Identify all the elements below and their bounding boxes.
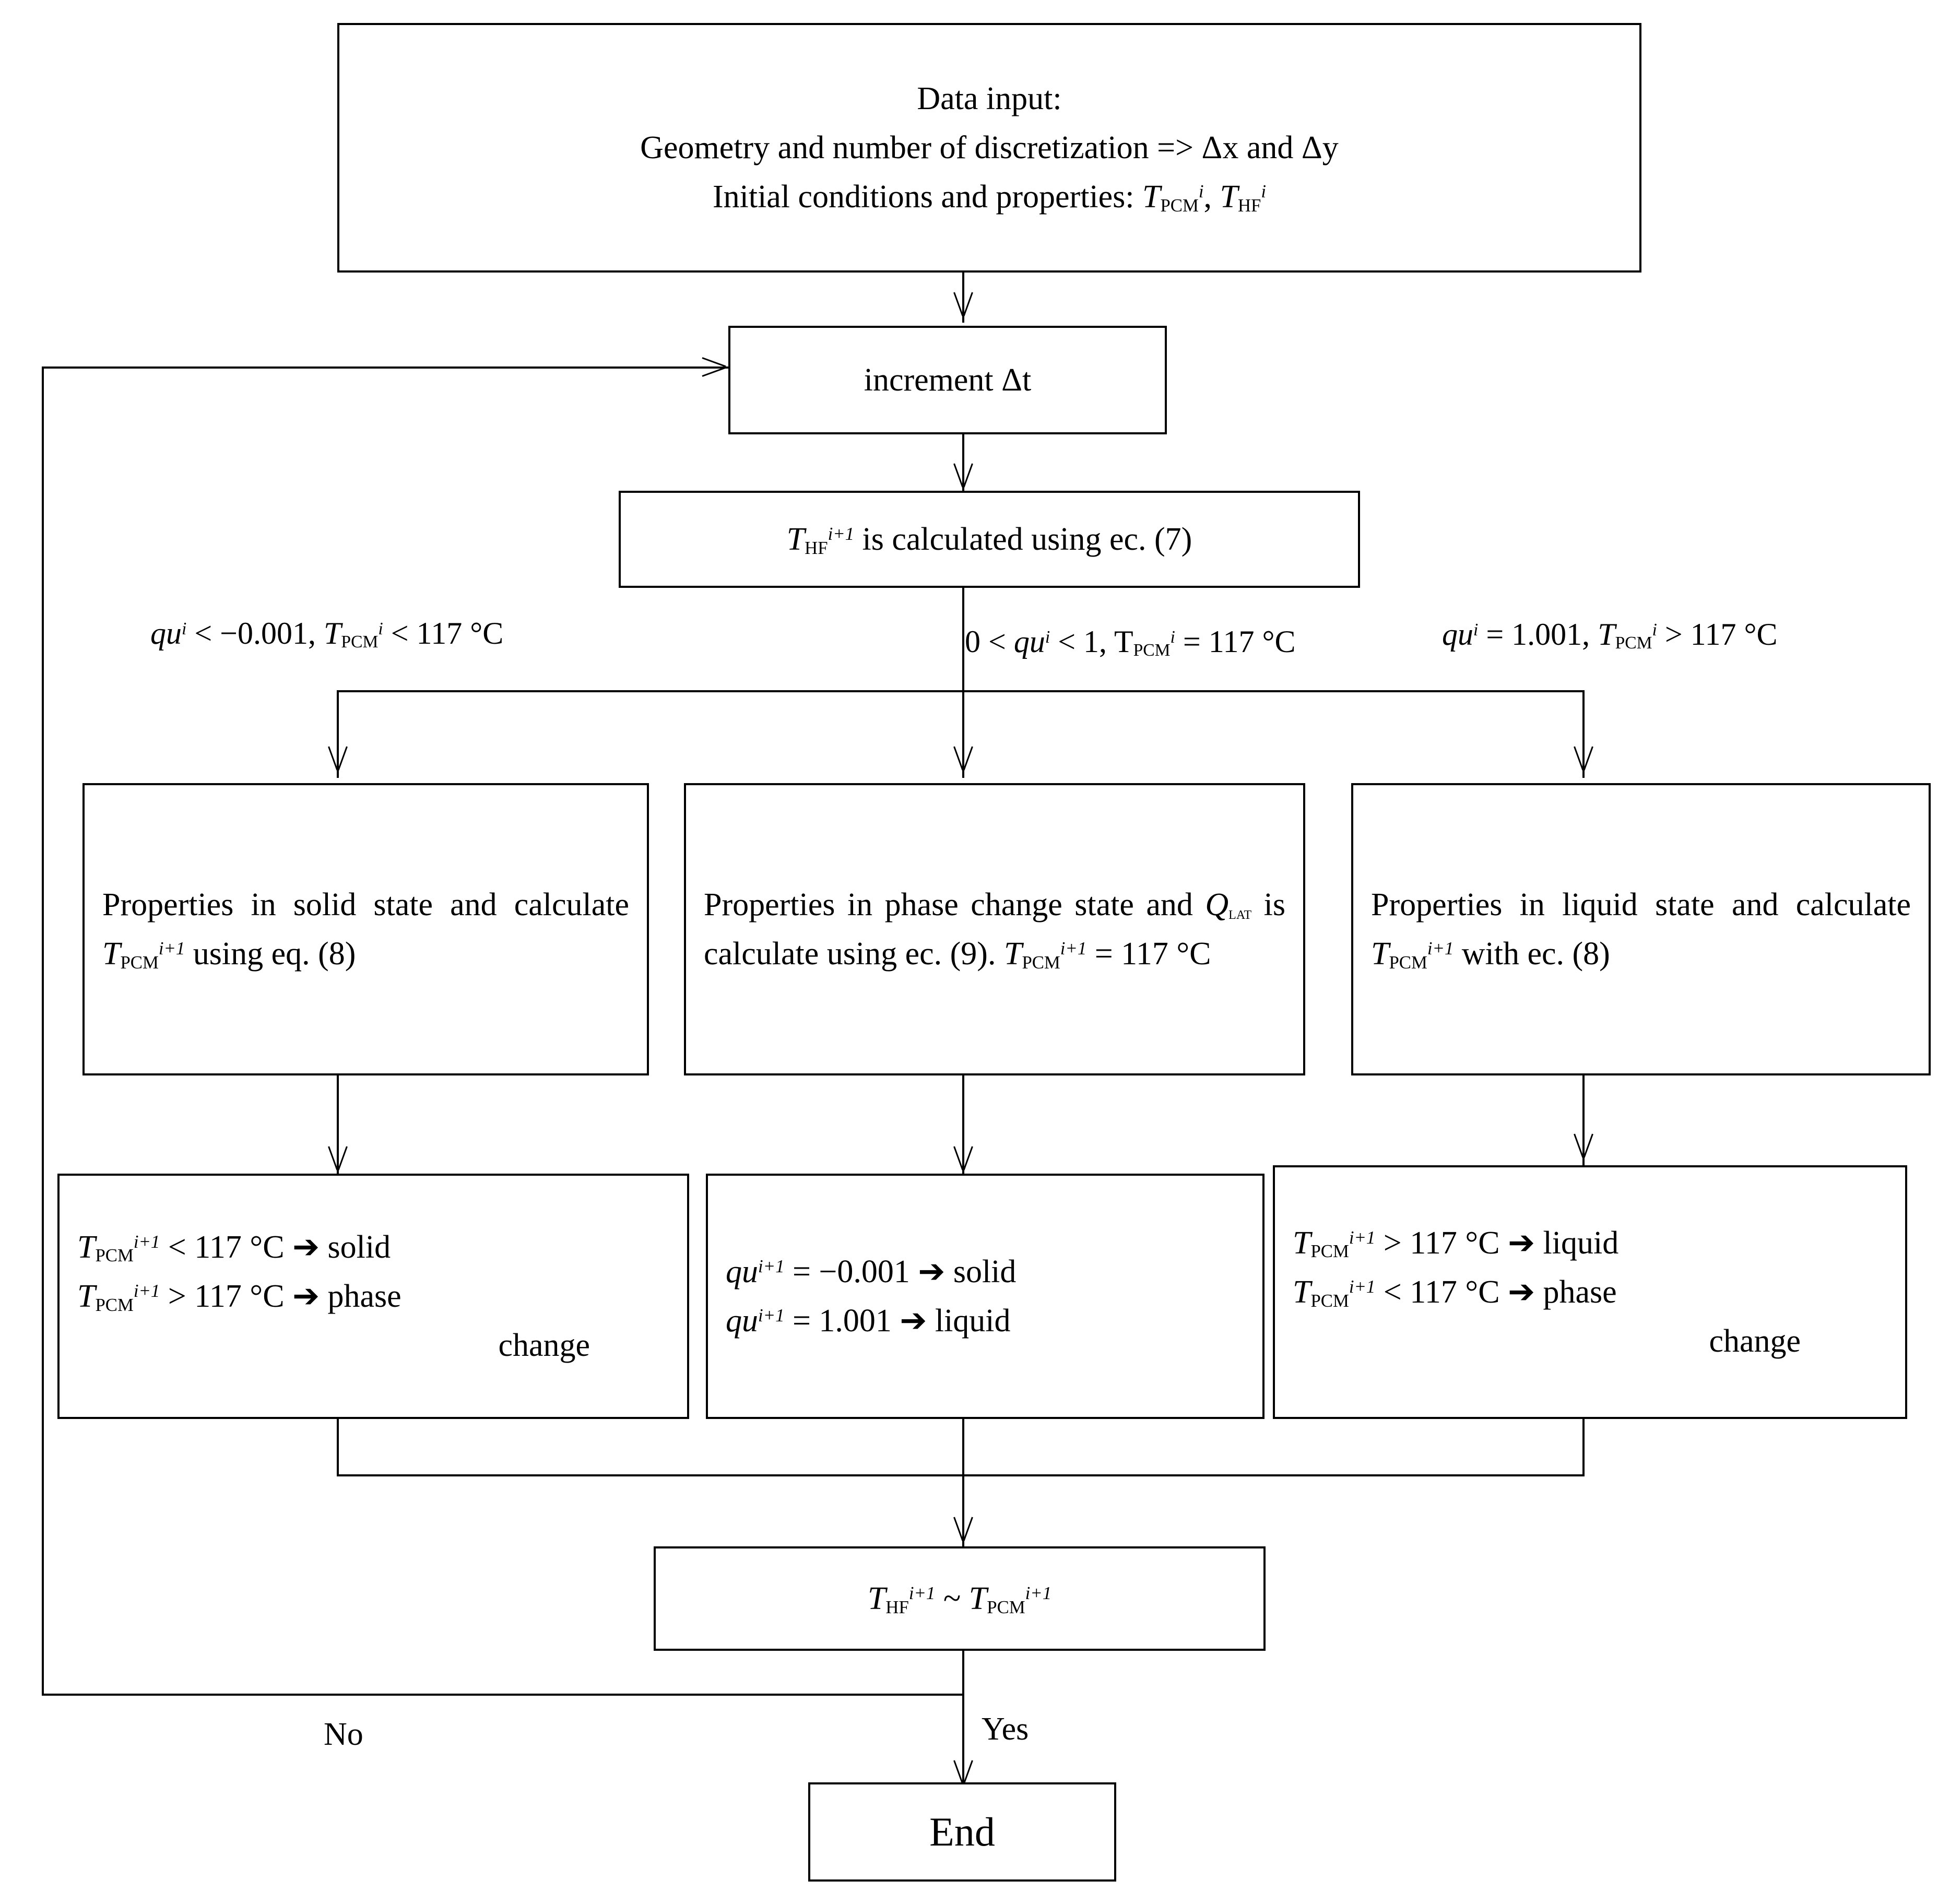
merge-stem-phase [962, 1419, 964, 1475]
data-input-line-1: Data input: [917, 80, 1062, 116]
branch-drop-liquid [1582, 690, 1585, 778]
node-calc-thf[interactable]: THFi+1 is calculated using ec. (7) [619, 491, 1360, 588]
edge-phaseprops-to-phaseresult [962, 1075, 964, 1177]
arrowhead-liquidprops-to-liquidresult [1574, 1134, 1593, 1157]
arrowhead-merge-to-convergence [953, 1517, 973, 1540]
branch-drop-phase [962, 690, 964, 778]
loop-horizontal-bottom [42, 1694, 964, 1696]
increment-label: increment Δt [864, 362, 1032, 398]
solid-properties-text: Properties in solid state and calculate … [102, 886, 629, 973]
node-data-input[interactable]: Data input: Geometry and number of discr… [337, 23, 1641, 273]
loop-label-yes: Yes [982, 1711, 1029, 1747]
node-increment[interactable]: increment Δt [728, 326, 1167, 434]
edge-label-phase-branch: 0 < qui < 1, TPCMi = 117 °C [965, 624, 1296, 660]
branch-bus [337, 690, 1585, 692]
edge-liquidprops-to-liquidresult [1582, 1075, 1585, 1165]
arrowhead-branch-phase [953, 747, 973, 770]
node-liquid-result[interactable]: TPCMi+1 > 117 °C ➔ liquid TPCMi+1 < 117 … [1273, 1165, 1907, 1419]
loop-label-no: No [324, 1717, 363, 1752]
liquid-result-row-3: change [1709, 1323, 1801, 1359]
liquid-result-row-1: TPCMi+1 > 117 °C ➔ liquid [1293, 1225, 1619, 1262]
edge-label-liquid-branch: qui = 1.001, TPCMi > 117 °C [1442, 617, 1778, 653]
merge-drop-liquid [1582, 1419, 1585, 1476]
arrowhead-increment-to-calcthf [953, 464, 973, 487]
arrowhead-branch-liquid [1574, 747, 1593, 770]
edge-increment-to-calcthf [962, 434, 964, 491]
node-liquid-properties[interactable]: Properties in liquid state and calculate… [1351, 783, 1931, 1075]
arrowhead-solidprops-to-solidresult [328, 1146, 348, 1169]
liquid-properties-text: Properties in liquid state and calculate… [1371, 886, 1911, 973]
node-phase-properties[interactable]: Properties in phase change state and Qla… [684, 783, 1305, 1075]
convergence-label: THFi+1 ~ TPCMi+1 [867, 1580, 1052, 1617]
phase-result-row-1: qui+1 = −0.001 ➔ solid [726, 1253, 1017, 1290]
edge-label-solid-branch: qui < −0.001, TPCMi < 117 °C [150, 616, 504, 652]
merge-stem-to-convergence [962, 1474, 964, 1547]
node-convergence-check[interactable]: THFi+1 ~ TPCMi+1 [654, 1546, 1266, 1651]
arrowhead-branch-solid [328, 747, 348, 770]
arrowhead-datainput-to-increment [953, 292, 973, 315]
solid-result-row-1: TPCMi+1 < 117 °C ➔ solid [77, 1229, 391, 1266]
loop-horizontal-top [42, 366, 728, 369]
liquid-result-row-2: TPCMi+1 < 117 °C ➔ phase [1293, 1274, 1617, 1311]
node-solid-properties[interactable]: Properties in solid state and calculate … [82, 783, 649, 1075]
node-phase-result[interactable]: qui+1 = −0.001 ➔ solid qui+1 = 1.001 ➔ l… [706, 1174, 1265, 1419]
data-input-line-3: Initial conditions and properties: TPCMi… [712, 179, 1267, 216]
branch-stem [962, 588, 964, 691]
calc-thf-label: THFi+1 is calculated using ec. (7) [786, 521, 1192, 558]
node-solid-result[interactable]: TPCMi+1 < 117 °C ➔ solid TPCMi+1 > 117 °… [57, 1174, 689, 1419]
edge-solidprops-to-solidresult [337, 1075, 339, 1177]
solid-result-row-2: TPCMi+1 > 117 °C ➔ phase [77, 1278, 401, 1315]
phase-result-row-2: qui+1 = 1.001 ➔ liquid [726, 1303, 1011, 1339]
arrowhead-loop-to-increment [702, 357, 725, 377]
end-label: End [929, 1808, 995, 1854]
data-input-line-2: Geometry and number of discretization =>… [640, 129, 1339, 165]
merge-bus [337, 1474, 1585, 1476]
node-end[interactable]: End [808, 1782, 1116, 1882]
phase-properties-text: Properties in phase change state and Qla… [704, 886, 1285, 973]
solid-result-row-3: change [498, 1328, 590, 1364]
loop-vertical-left [42, 366, 44, 1696]
arrowhead-convergence-to-end [953, 1760, 973, 1783]
merge-drop-solid [337, 1419, 339, 1476]
edge-convergence-to-end [962, 1651, 964, 1792]
branch-drop-solid [337, 690, 339, 778]
arrowhead-phaseprops-to-phaseresult [953, 1146, 973, 1169]
